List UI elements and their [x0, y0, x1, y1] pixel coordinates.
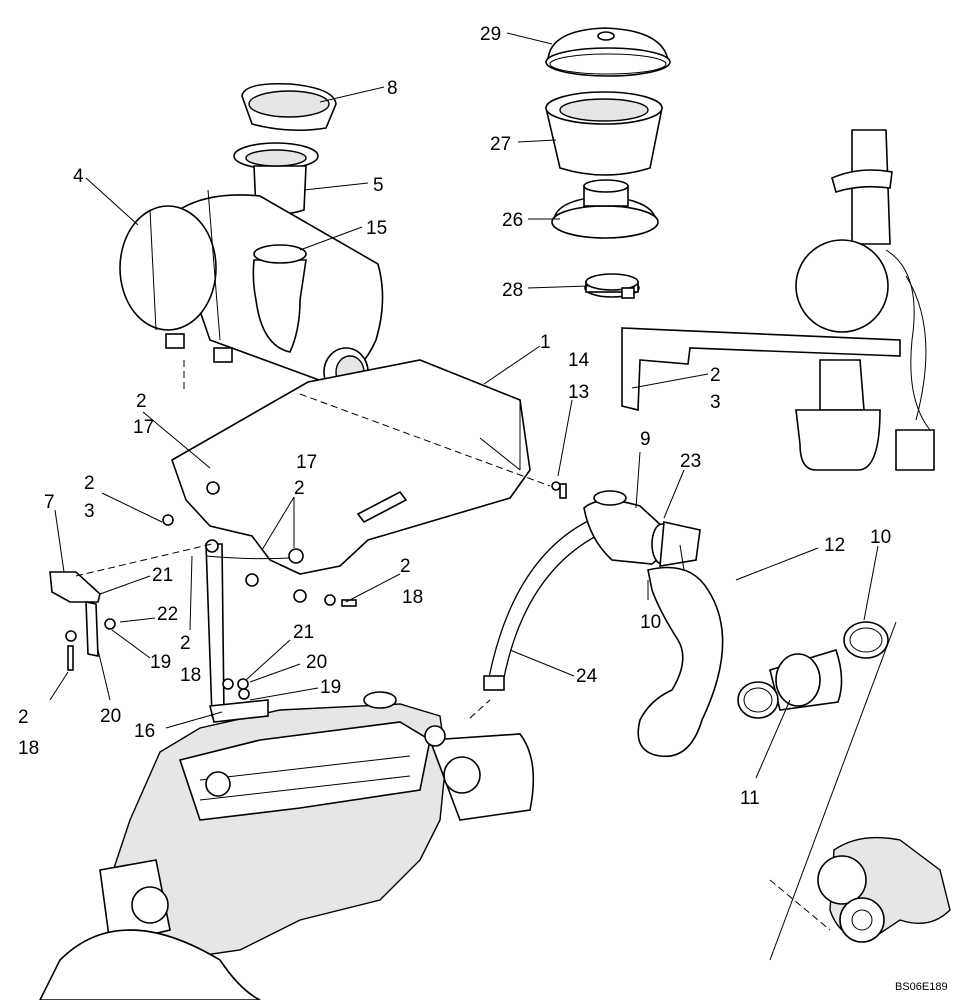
intake-elbow-hose — [637, 544, 724, 758]
precleaner-cap — [545, 27, 671, 77]
callout-13: 13 — [568, 382, 589, 403]
callout-2-left: 2 — [136, 391, 147, 412]
inset-assembled-view — [621, 129, 935, 471]
callout-19-a: 19 — [150, 652, 171, 673]
callout-2-mid: 2 — [294, 478, 305, 499]
callout-26: 26 — [502, 210, 523, 231]
intake-ring — [241, 82, 337, 132]
assembly-guide-lines — [75, 360, 897, 961]
callout-12: 12 — [824, 535, 845, 556]
precleaner-bowl — [544, 91, 663, 176]
callout-16: 16 — [134, 721, 155, 742]
callout-2-bracket: 2 — [400, 556, 411, 577]
callout-18-vertical: 18 — [180, 665, 201, 686]
callout-2-bottom: 2 — [18, 707, 29, 728]
callout-18-bracket: 18 — [402, 587, 423, 608]
callout-10-mid: 10 — [640, 612, 661, 633]
callout-14: 14 — [568, 350, 590, 371]
turbocharger — [817, 836, 951, 943]
precleaner-base — [551, 179, 659, 239]
callout-1: 1 — [540, 332, 551, 353]
callout-18-bottom: 18 — [18, 738, 39, 759]
leader-lines — [49, 32, 879, 779]
callout-22: 22 — [157, 604, 178, 625]
callout-19-b: 19 — [320, 677, 341, 698]
callout-21-a: 21 — [152, 565, 173, 586]
callout-2-vertical: 2 — [180, 633, 191, 654]
hose-clamps — [737, 621, 889, 719]
callout-21-b: 21 — [293, 622, 314, 643]
callout-20-b: 20 — [100, 706, 121, 727]
callout-5: 5 — [373, 175, 384, 196]
intake-sleeve — [233, 142, 319, 215]
callout-8: 8 — [387, 78, 398, 99]
callout-20-a: 20 — [306, 652, 327, 673]
callout-2-upper-right: 2 — [710, 365, 721, 386]
precleaner-clamp — [584, 273, 640, 299]
callout-3-upper-right: 3 — [710, 392, 721, 413]
callout-24: 24 — [576, 666, 598, 687]
air-cleaner-canister — [119, 189, 384, 411]
callout-10-right: 10 — [870, 527, 891, 548]
callout-28: 28 — [502, 280, 523, 301]
mounting-tray — [171, 359, 531, 575]
callout-9: 9 — [640, 429, 651, 450]
callout-17-left: 17 — [133, 417, 154, 438]
callout-11: 11 — [740, 788, 760, 809]
callout-2-left-b: 2 — [84, 473, 95, 494]
callout-27: 27 — [490, 134, 511, 155]
callout-23: 23 — [680, 451, 701, 472]
drawing-reference-code: BS06E189 — [895, 981, 948, 993]
callout-15: 15 — [366, 218, 387, 239]
engine-block — [39, 691, 535, 1000]
callout-3-left: 3 — [84, 501, 95, 522]
breather-hose — [483, 511, 631, 691]
support-brackets — [49, 481, 567, 723]
callout-17-mid: 17 — [296, 452, 317, 473]
intake-adapter — [583, 490, 701, 567]
callout-7: 7 — [44, 492, 55, 513]
callout-29: 29 — [480, 24, 501, 45]
callout-labels: 29 8 27 4 5 26 15 28 1 14 13 2 3 2 17 17… — [18, 24, 891, 809]
callout-4: 4 — [73, 166, 84, 187]
